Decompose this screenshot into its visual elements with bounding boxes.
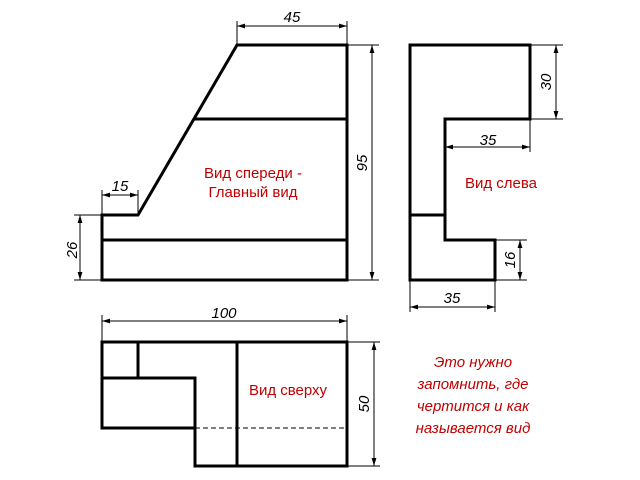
note-block: Это нужно запомнить, где чертится и как … <box>416 354 531 437</box>
front-view-label-line2: Главный вид <box>208 184 297 201</box>
dim-95-text: 95 <box>354 154 371 171</box>
dim-35-bottom-text: 35 <box>444 290 461 307</box>
note-line-3: чертится и как <box>417 398 530 415</box>
left-view-outline <box>408 43 532 282</box>
dimension-left-bottom-width: 35 <box>409 280 496 312</box>
dim-16-text: 16 <box>502 251 519 268</box>
dimension-top-depth: 50 <box>347 341 380 467</box>
dimension-front-step-width: 15 <box>101 178 139 215</box>
dimension-left-top-height: 30 <box>530 44 563 120</box>
front-view-label-line1: Вид спереди - <box>204 165 302 182</box>
top-view: Вид сверху 100 50 <box>100 305 380 468</box>
dim-26-text: 26 <box>64 241 81 259</box>
left-view: Вид слева 30 35 16 35 <box>408 43 563 312</box>
note-line-1: Это нужно <box>434 354 512 371</box>
top-view-label: Вид сверху <box>249 382 328 399</box>
dimension-left-inner-width: 35 <box>444 119 531 152</box>
dimension-front-base-height: 26 <box>64 214 102 281</box>
dimension-front-top-width: 45 <box>236 9 348 45</box>
note-line-4: называется вид <box>416 420 531 437</box>
dim-45-text: 45 <box>284 9 301 26</box>
note-line-2: запомнить, где <box>416 376 528 393</box>
left-view-label: Вид слева <box>465 175 538 192</box>
dimension-left-bottom-height: 16 <box>495 239 527 281</box>
dim-100-text: 100 <box>211 305 237 322</box>
dim-35-inner-text: 35 <box>480 132 497 149</box>
dim-15-text: 15 <box>112 178 129 195</box>
dimension-top-total-width: 100 <box>101 305 348 342</box>
dim-50-text: 50 <box>356 395 373 412</box>
front-view-outline <box>100 43 349 282</box>
dimension-front-height: 95 <box>347 44 379 281</box>
dim-30-text: 30 <box>538 73 555 90</box>
front-view: Вид спереди - Главный вид 45 95 15 <box>64 9 379 282</box>
